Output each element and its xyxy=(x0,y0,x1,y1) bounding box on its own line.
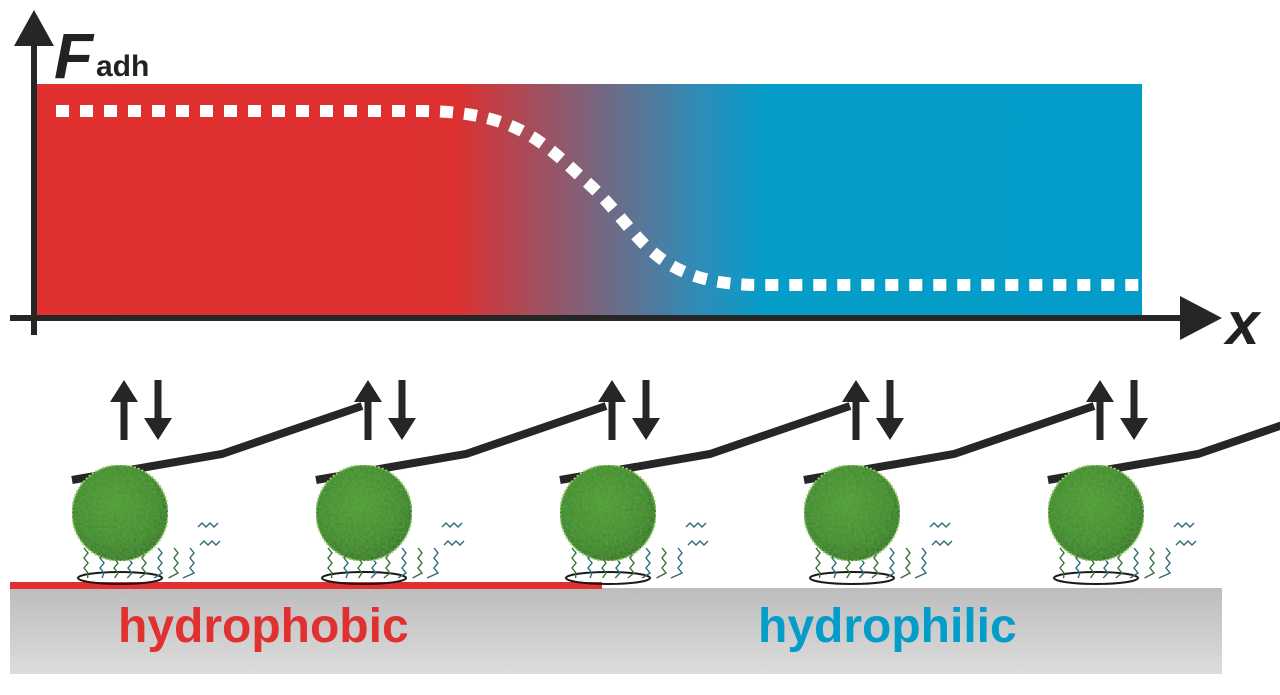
cell-icon xyxy=(315,464,413,562)
adhesion-profile-curve xyxy=(56,105,1140,291)
down-arrow-icon xyxy=(632,380,660,440)
tether xyxy=(83,547,89,579)
tether xyxy=(571,547,577,579)
tether xyxy=(1059,547,1065,579)
up-arrow-icon-head xyxy=(842,380,870,402)
contact-area xyxy=(1053,571,1139,585)
tether xyxy=(197,522,219,528)
up-arrow-icon-head xyxy=(354,380,382,402)
y-axis-label: F xyxy=(54,20,95,92)
down-arrow-icon-head xyxy=(144,418,172,440)
probe-2 xyxy=(315,380,608,585)
hydrophobic-label: hydrophobic xyxy=(118,600,409,653)
tether xyxy=(1129,547,1140,579)
cell-icon xyxy=(71,464,169,562)
substrate xyxy=(10,588,1222,674)
tether xyxy=(1175,540,1197,546)
cell-icon xyxy=(1047,464,1145,562)
tether xyxy=(670,547,684,579)
hydrophilic-label: hydrophilic xyxy=(758,600,1017,653)
tether xyxy=(1173,522,1195,528)
y-axis-label-subscript: adh xyxy=(96,50,149,83)
probe-4 xyxy=(803,380,1096,585)
probe-1 xyxy=(71,380,364,585)
up-arrow-icon-head xyxy=(598,380,626,402)
tether xyxy=(685,522,707,528)
down-arrow-icon-head xyxy=(388,418,416,440)
down-arrow-icon xyxy=(144,380,172,440)
tether xyxy=(687,540,709,546)
up-arrow-icon xyxy=(842,380,870,440)
x-axis-label: x xyxy=(1223,290,1262,357)
tether xyxy=(641,547,652,579)
tether xyxy=(397,547,408,579)
hydrophobic-coating xyxy=(10,582,602,589)
contact-area xyxy=(809,571,895,585)
up-arrow-icon xyxy=(110,380,138,440)
tethers xyxy=(571,520,709,579)
tether xyxy=(914,547,928,579)
tether xyxy=(656,547,668,579)
down-arrow-icon-head xyxy=(1120,418,1148,440)
probe-array xyxy=(71,380,1280,585)
tether xyxy=(815,547,821,579)
tether xyxy=(199,540,221,546)
contact-area xyxy=(321,571,407,585)
tether xyxy=(931,540,953,546)
tether xyxy=(327,547,333,579)
tether xyxy=(885,547,896,579)
tether xyxy=(412,547,424,579)
contact-area xyxy=(565,571,651,585)
tether xyxy=(929,522,951,528)
tether xyxy=(168,547,180,579)
up-arrow-icon-head xyxy=(110,380,138,402)
tether xyxy=(426,547,440,579)
tether xyxy=(900,547,912,579)
y-axis-arrow-icon xyxy=(14,10,54,46)
cell-icon xyxy=(559,464,657,562)
down-arrow-icon-head xyxy=(632,418,660,440)
probe-5 xyxy=(1047,380,1280,585)
tether xyxy=(153,547,164,579)
tether xyxy=(443,540,465,546)
tether xyxy=(1158,547,1172,579)
down-arrow-icon-head xyxy=(876,418,904,440)
cell-icon xyxy=(803,464,901,562)
gradient-field xyxy=(34,84,1142,318)
down-arrow-icon xyxy=(1120,380,1148,440)
x-axis-arrow-icon xyxy=(1180,296,1222,340)
tether xyxy=(441,522,463,528)
contact-area xyxy=(77,571,163,585)
tether xyxy=(182,547,196,579)
tether xyxy=(1144,547,1156,579)
up-arrow-icon xyxy=(354,380,382,440)
up-arrow-icon xyxy=(1086,380,1114,440)
probe-3 xyxy=(559,380,852,585)
up-arrow-icon-head xyxy=(1086,380,1114,402)
up-arrow-icon xyxy=(598,380,626,440)
down-arrow-icon xyxy=(876,380,904,440)
down-arrow-icon xyxy=(388,380,416,440)
